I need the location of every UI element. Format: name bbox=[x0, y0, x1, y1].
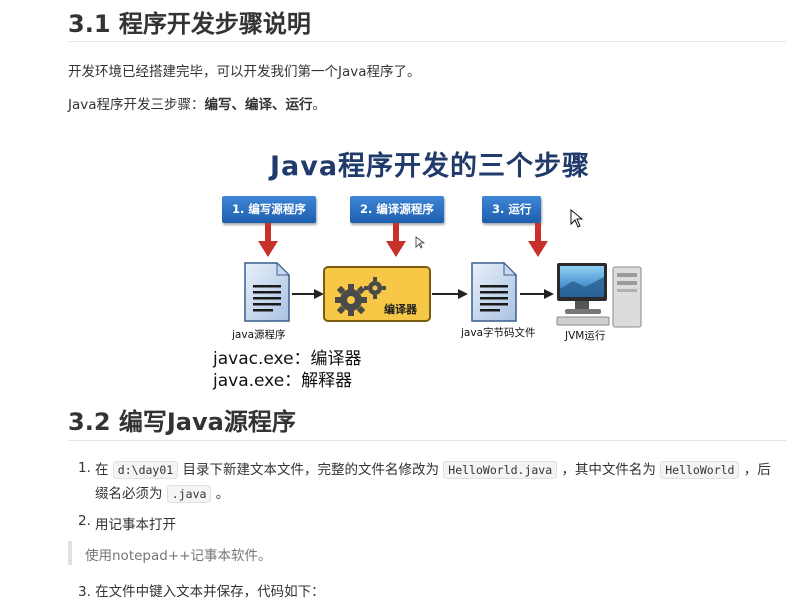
inline-code-extension: .java bbox=[166, 485, 212, 503]
mouse-pointer-icon bbox=[570, 209, 584, 228]
mouse-pointer-icon bbox=[415, 236, 425, 249]
step-box-compile: 2. 编译源程序 bbox=[350, 196, 444, 223]
gears-icon bbox=[335, 277, 386, 316]
heading-divider bbox=[68, 41, 786, 42]
bytecode-file-label: java字节码文件 bbox=[461, 327, 536, 339]
computer-icon bbox=[556, 263, 642, 328]
figure-title: Java程序开发的三个步骤 bbox=[269, 151, 591, 182]
inline-code-path: d:\day01 bbox=[112, 461, 179, 479]
step-box-write: 1. 编写源程序 bbox=[222, 196, 316, 223]
list-number: 2. bbox=[78, 513, 91, 529]
source-file-label: java源程序 bbox=[232, 329, 286, 341]
text-run: 缀名必须为 bbox=[95, 486, 163, 502]
text-run: ，其中文件名为 bbox=[561, 462, 656, 478]
java-command: java.exe：解释器 bbox=[213, 371, 353, 391]
text-run: 在 bbox=[95, 462, 109, 478]
compiler-box: 编译器 bbox=[323, 266, 431, 322]
list-item-1-line-2: 缀名必须为 .java 。 bbox=[95, 482, 230, 503]
text-run: 目录下新建文本文件，完整的文件名修改为 bbox=[182, 462, 439, 478]
steps-paragraph: Java程序开发三步骤：编写、编译、运行。 bbox=[68, 93, 326, 113]
list-item-2: 用记事本打开 bbox=[95, 517, 176, 533]
right-arrow-icon bbox=[432, 289, 468, 299]
steps-suffix: 。 bbox=[312, 97, 327, 113]
section-heading-3-2: 3.2 编写Java源程序 bbox=[68, 408, 296, 436]
text-run: ，后 bbox=[743, 462, 771, 478]
blockquote-bar bbox=[68, 541, 72, 565]
compiler-label: 编译器 bbox=[384, 303, 417, 316]
down-arrow-icon bbox=[258, 223, 278, 257]
javac-command: javac.exe：编译器 bbox=[213, 349, 362, 369]
list-item-1-line-1: 在 d:\day01 目录下新建文本文件，完整的文件名修改为 HelloWorl… bbox=[95, 458, 771, 479]
steps-prefix: Java程序开发三步骤： bbox=[68, 97, 205, 113]
jvm-label: JVM运行 bbox=[565, 330, 606, 342]
heading-divider bbox=[68, 440, 786, 441]
text-run: 。 bbox=[215, 486, 230, 502]
steps-bold: 编写、编译、运行 bbox=[204, 97, 313, 113]
bytecode-file-icon bbox=[471, 261, 518, 322]
inline-code-classname: HelloWorld bbox=[660, 461, 740, 479]
down-arrow-icon bbox=[528, 223, 548, 257]
right-arrow-icon bbox=[520, 289, 554, 299]
intro-paragraph: 开发环境已经搭建完毕，可以开发我们第一个Java程序了。 bbox=[68, 64, 421, 80]
java-steps-figure: Java程序开发的三个步骤 1. 编写源程序 2. 编译源程序 3. 运行 ja… bbox=[210, 131, 650, 391]
blockquote-text: 使用notepad++记事本软件。 bbox=[85, 548, 272, 564]
list-item-3-partial: 3. 在文件中键入文本并保存，代码如下： bbox=[78, 584, 325, 600]
section-heading-3-1: 3.1 程序开发步骤说明 bbox=[68, 10, 311, 38]
right-arrow-icon bbox=[292, 289, 324, 299]
source-file-icon bbox=[244, 261, 291, 322]
step-box-run: 3. 运行 bbox=[482, 196, 542, 223]
list-number: 1. bbox=[78, 460, 91, 476]
down-arrow-icon bbox=[386, 223, 406, 257]
inline-code-filename: HelloWorld.java bbox=[443, 461, 558, 479]
